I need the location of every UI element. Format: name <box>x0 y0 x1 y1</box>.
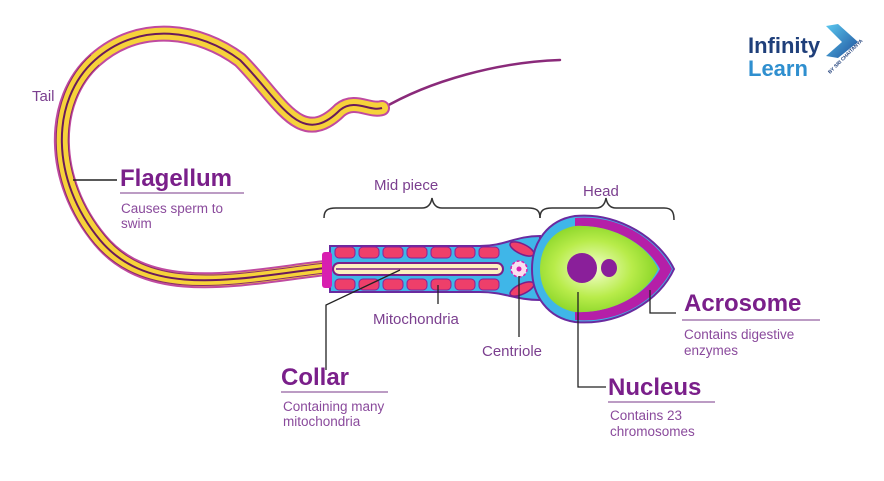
collar-band <box>322 252 332 288</box>
mitochondrion <box>334 246 356 259</box>
flagellum-desc-2: swim <box>121 216 152 231</box>
collar-desc-1: Containing many <box>283 399 385 414</box>
tail-core-line <box>60 32 383 282</box>
acrosome-leader <box>649 290 676 314</box>
tail-label: Tail <box>32 88 55 105</box>
head-label: Head <box>583 183 619 200</box>
mitochondrion <box>406 246 428 259</box>
centriole-core <box>516 266 522 272</box>
nucleus-desc-1: Contains 23 <box>610 408 682 423</box>
mitochondrion <box>334 278 356 291</box>
acrosome-desc-1: Contains digestive <box>684 327 794 342</box>
mitochondrion <box>478 246 500 259</box>
nucleus-desc-2: chromosomes <box>610 424 695 439</box>
logo-arrow-icon <box>826 24 858 58</box>
mitochondrion <box>382 246 404 259</box>
flagellum-title: Flagellum <box>120 165 232 192</box>
mitochondria-bottom-row <box>334 278 500 291</box>
mid-piece <box>322 234 541 302</box>
mid-piece-label: Mid piece <box>374 177 438 194</box>
acrosome-desc-2: enzymes <box>684 343 738 358</box>
mid-piece-brace <box>323 197 541 219</box>
mitochondria-top-row <box>334 246 500 259</box>
tail <box>53 25 562 289</box>
nucleus-leader <box>577 292 606 388</box>
mitochondrion <box>430 278 452 291</box>
nucleus <box>567 253 597 283</box>
head <box>530 214 676 324</box>
logo-line-2: Learn <box>748 56 808 81</box>
head-cytoplasm <box>540 225 658 313</box>
head-brace <box>539 197 675 221</box>
tail-yellow <box>55 27 388 287</box>
nucleolus <box>601 259 617 277</box>
collar-callout: Collar Containing many mitochondria <box>281 364 388 429</box>
mitochondrion <box>454 278 476 291</box>
logo-line-1: Infinity <box>748 33 821 58</box>
mitochondrion <box>382 278 404 291</box>
tail-thin-end <box>378 58 562 112</box>
nucleus-callout: Nucleus Contains 23 chromosomes <box>608 374 715 439</box>
mitochondrion <box>454 246 476 259</box>
collar-title: Collar <box>281 364 349 391</box>
mitochondrion <box>406 278 428 291</box>
nucleus-title: Nucleus <box>608 374 701 401</box>
flagellum-desc-1: Causes sperm to <box>121 201 223 216</box>
mitochondrion <box>430 246 452 259</box>
tail-inner-line-b <box>55 54 326 287</box>
collar-leader <box>325 269 401 370</box>
mitochondrion <box>358 246 380 259</box>
acrosome-title: Acrosome <box>684 290 801 317</box>
centriole-label: Centriole <box>482 343 542 360</box>
infinity-learn-logo: Infinity Learn BY SRI CHAITANYA <box>748 24 865 81</box>
flagellum-callout: Flagellum Causes sperm to swim <box>120 165 244 231</box>
acrosome <box>575 217 672 321</box>
mitochondria-label: Mitochondria <box>373 311 460 328</box>
mitochondrion <box>478 278 500 291</box>
tail-inner-line-a <box>67 64 326 276</box>
acrosome-callout: Acrosome Contains digestive enzymes <box>682 290 820 358</box>
collar-desc-2: mitochondria <box>283 414 361 429</box>
